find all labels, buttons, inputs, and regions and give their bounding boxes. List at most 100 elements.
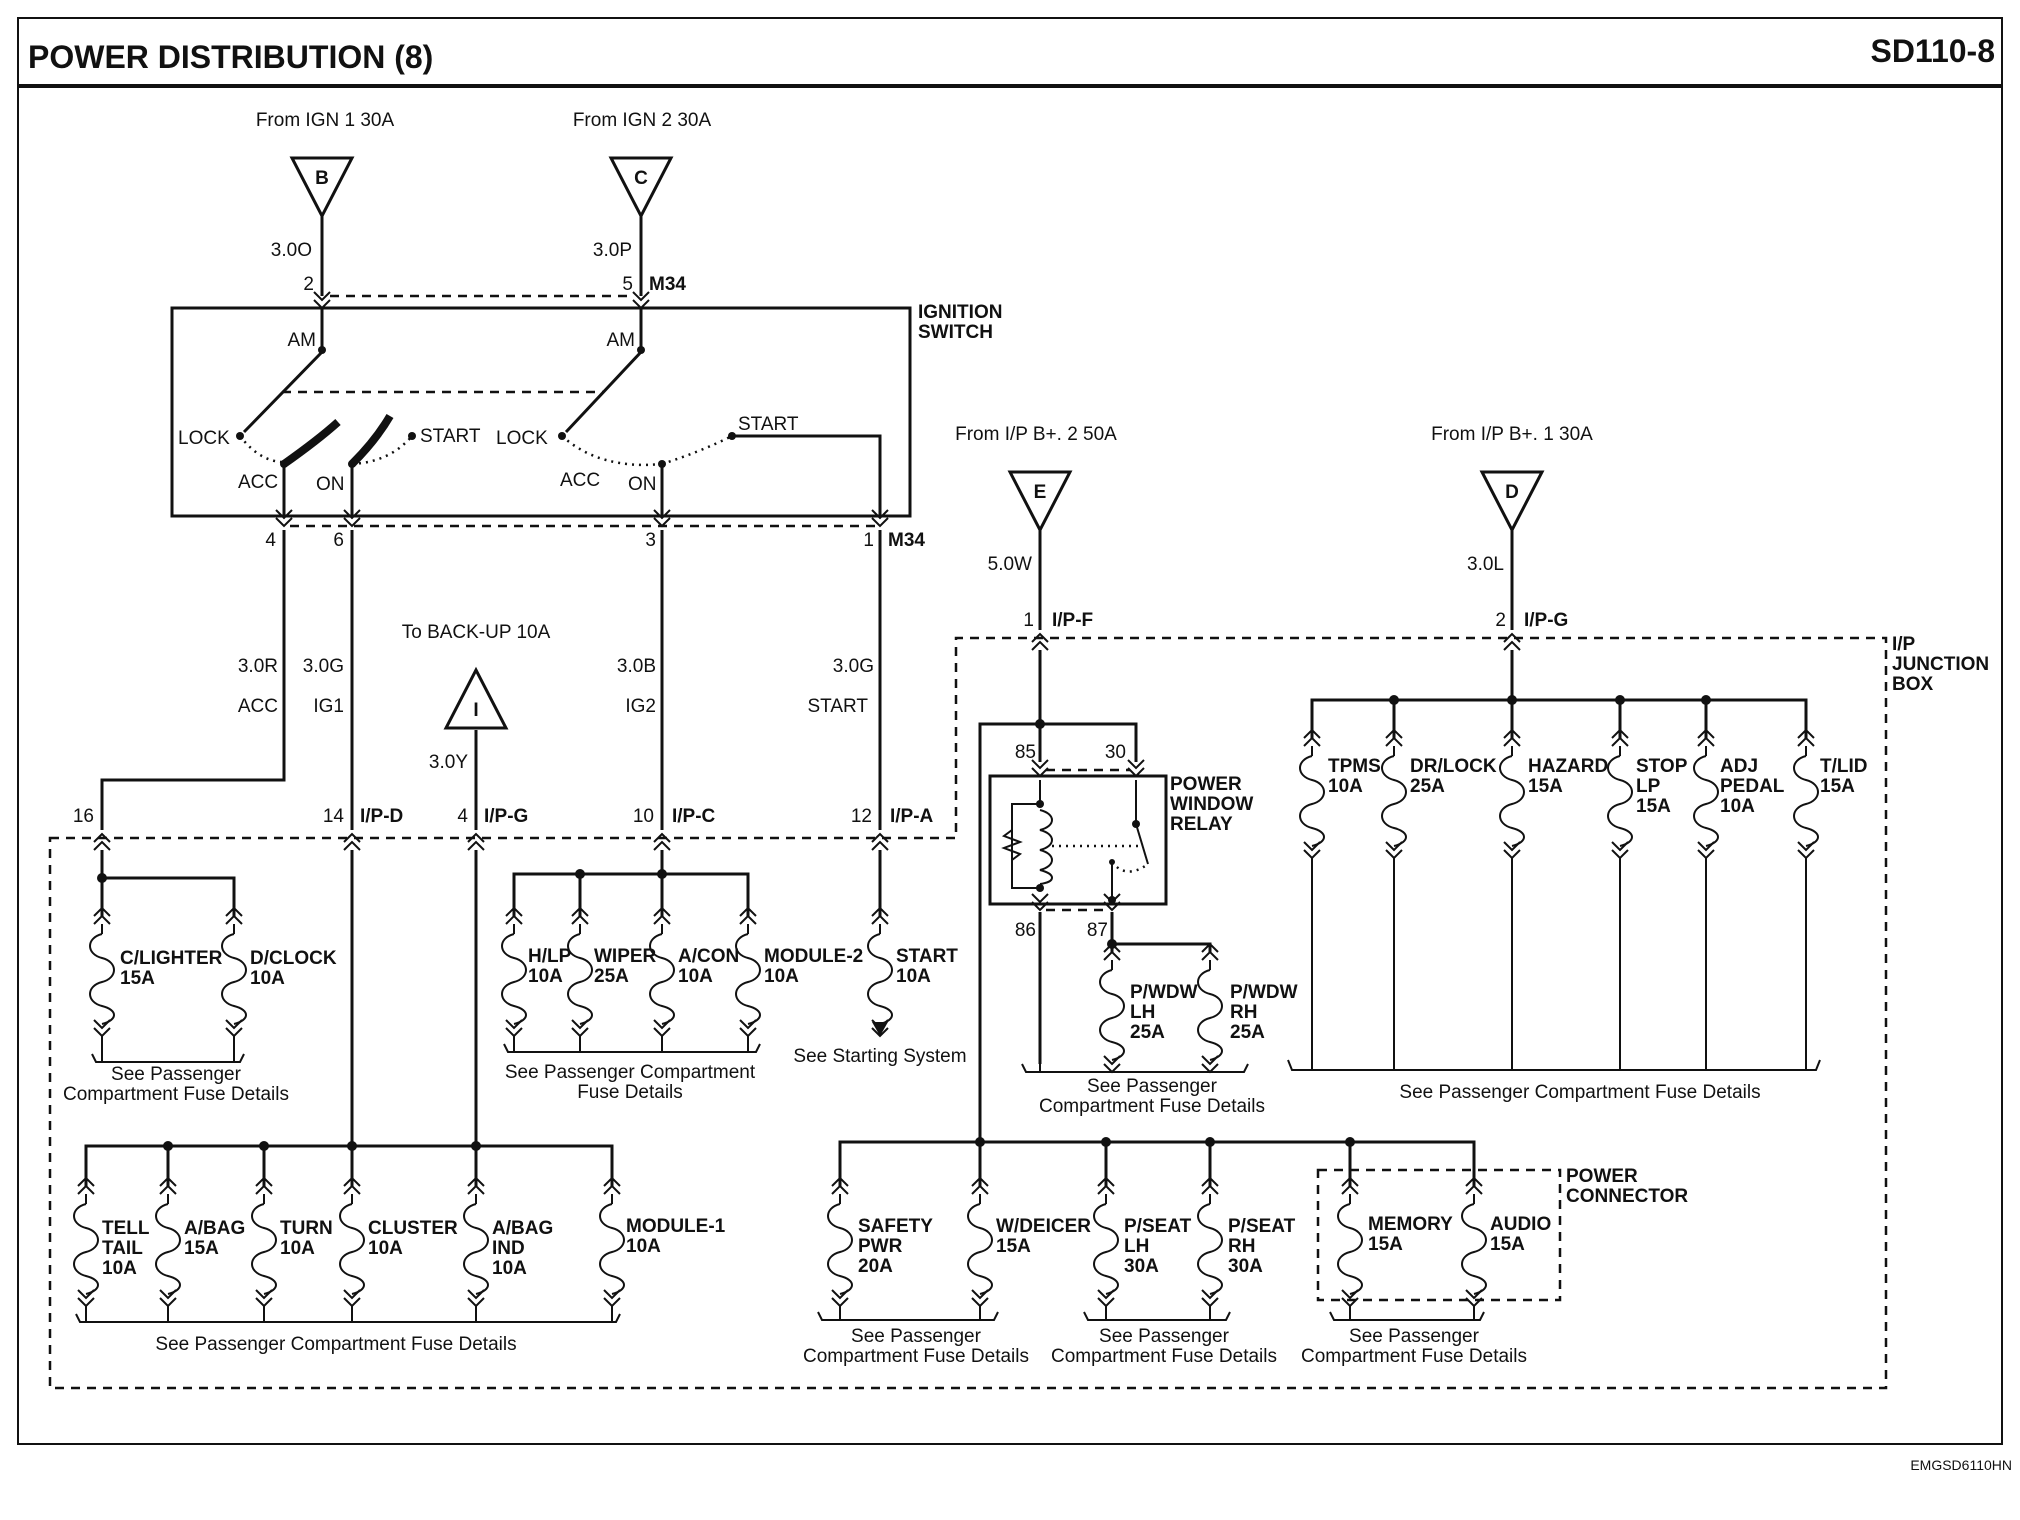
fuse-cluster <box>339 1177 365 1307</box>
start-name: START <box>807 696 868 717</box>
note-br-a-2: Compartment Fuse Details <box>803 1346 1029 1367</box>
pin-10: 10 <box>633 806 654 827</box>
fuse-turn-name: TURN <box>280 1218 333 1239</box>
fuse-start-name: START <box>896 946 958 967</box>
fuse-d-clock-name: D/CLOCK <box>250 948 337 969</box>
fuse-module-1-rating: 10A <box>626 1236 661 1257</box>
fuse-module-1-name: MODULE-1 <box>626 1216 726 1237</box>
fuse-adj-pedal-name-2: PEDAL <box>1720 776 1785 797</box>
fuse-a-bag-ind <box>463 1177 489 1307</box>
relay-coil <box>1039 809 1053 885</box>
fuse-p-seat-lh-name-2: LH <box>1124 1236 1149 1257</box>
fuse-d-clock <box>221 907 247 1037</box>
fuse-dr-lock <box>1381 729 1407 859</box>
fuse-a-bag-rating: 15A <box>184 1238 219 1259</box>
fuse-hazard <box>1499 729 1525 859</box>
fuse-c-lighter-rating: 15A <box>120 968 155 989</box>
power-connector-label-2: CONNECTOR <box>1566 1186 1688 1207</box>
sw-pin-1: 1 <box>863 530 874 551</box>
fuse-a-con-rating: 10A <box>678 966 713 987</box>
fuse-stop-lp-name-2: LP <box>1636 776 1661 797</box>
page-title: POWER DISTRIBUTION (8) <box>28 39 433 75</box>
fuse-wiper-name: WIPER <box>594 946 657 967</box>
start-wire-label: 3.0G <box>833 656 874 677</box>
note-br-c-1: See Passenger <box>1349 1326 1480 1347</box>
fuse-a-bag-ind-rating: 10A <box>492 1258 527 1279</box>
sw-pin-4: 4 <box>265 530 276 551</box>
power-connector-label-1: POWER <box>1566 1166 1638 1187</box>
fuse-tpms-rating: 10A <box>1328 776 1363 797</box>
fuse-c-lighter-name: C/LIGHTER <box>120 948 223 969</box>
fuse-safety-pwr-name-2: PWR <box>858 1236 903 1257</box>
fuse-safety-pwr-rating: 20A <box>858 1256 893 1277</box>
conn-ipa: I/P-A <box>890 806 934 827</box>
relay-pin-30: 30 <box>1105 742 1126 763</box>
fuse-a-bag-ind-name-1: A/BAG <box>492 1218 553 1239</box>
note-ig2-2: Fuse Details <box>577 1082 683 1103</box>
conn-ipd: I/P-D <box>360 806 403 827</box>
fuse-a-bag-name: A/BAG <box>184 1218 245 1239</box>
junction-box-label-2: JUNCTION <box>1892 654 1989 675</box>
fuse-w-deicer-name: W/DEICER <box>996 1216 1091 1237</box>
fuse-a-con-name: A/CON <box>678 946 739 967</box>
relay-pin-86: 86 <box>1015 920 1036 941</box>
pin-b: 2 <box>303 274 314 295</box>
source-d-from: From I/P B+. 1 30A <box>1431 424 1593 445</box>
fuse-p-wdw-lh-name-2: LH <box>1130 1002 1155 1023</box>
fuse-p-wdw-lh-rating: 25A <box>1130 1022 1165 1043</box>
acc-wire-label: 3.0R <box>238 656 278 677</box>
fuse-dr-lock-name: DR/LOCK <box>1410 756 1497 777</box>
wire-acc <box>100 530 286 830</box>
pin-4: 4 <box>457 806 468 827</box>
junction-box-outline <box>48 636 1888 1390</box>
fuse-h-lp-rating: 10A <box>528 966 563 987</box>
fuse-module-1 <box>599 1177 625 1307</box>
conn-ipf: I/P-F <box>1052 610 1093 631</box>
source-e-from: From I/P B+. 2 50A <box>955 424 1117 445</box>
ig1-name: IG1 <box>313 696 344 717</box>
fuse-tell-tail-rating: 10A <box>102 1258 137 1279</box>
fuse-start <box>867 907 893 1037</box>
conn-m34-bottom: M34 <box>888 530 925 551</box>
arrow-starting <box>872 1022 888 1036</box>
source-i-to: To BACK-UP 10A <box>402 622 551 643</box>
conn-ipc: I/P-C <box>672 806 716 827</box>
source-e-letter: E <box>1034 482 1047 503</box>
fuse-p-wdw-rh <box>1197 943 1223 1073</box>
source-c-letter: C <box>634 168 648 189</box>
note-ig2-1: See Passenger Compartment <box>505 1062 756 1083</box>
fuse-cluster-rating: 10A <box>368 1238 403 1259</box>
fuse-p-seat-rh-name-1: P/SEAT <box>1228 1216 1296 1237</box>
fuse-p-seat-lh-rating: 30A <box>1124 1256 1159 1277</box>
fuse-audio-name: AUDIO <box>1490 1214 1551 1235</box>
am-2: AM <box>607 330 636 351</box>
fuse-start-rating: 10A <box>896 966 931 987</box>
fuse-turn <box>251 1177 277 1307</box>
fuse-p-seat-rh-name-2: RH <box>1228 1236 1255 1257</box>
page-code: SD110-8 <box>1870 33 1995 69</box>
fuse-p-wdw-rh-name-2: RH <box>1230 1002 1257 1023</box>
pin-d: 2 <box>1495 610 1506 631</box>
relay-pin-85: 85 <box>1015 742 1036 763</box>
on-2: ON <box>628 474 657 495</box>
fuse-adj-pedal <box>1693 729 1719 859</box>
note-relay-1: See Passenger <box>1087 1076 1218 1097</box>
fuse-audio <box>1461 1177 1487 1307</box>
fuse-w-deicer <box>967 1177 993 1307</box>
pin-12: 12 <box>851 806 872 827</box>
fuse-p-wdw-lh-name-1: P/WDW <box>1130 982 1198 1003</box>
fuse-memory-rating: 15A <box>1368 1234 1403 1255</box>
fuse-h-lp-name: H/LP <box>528 946 572 967</box>
wire-b-label: 3.0O <box>271 240 312 261</box>
junction-box-label-1: I/P <box>1892 634 1916 655</box>
fuse-stop-lp-name-1: STOP <box>1636 756 1688 777</box>
pin-e: 1 <box>1023 610 1034 631</box>
power-connector-box <box>1316 1168 1562 1302</box>
image-code: EMGSD6110HN <box>1910 1457 2012 1473</box>
fuse-a-con <box>649 907 675 1037</box>
note-br-b-2: Compartment Fuse Details <box>1051 1346 1277 1367</box>
fuse-adj-pedal-name-1: ADJ <box>1720 756 1758 777</box>
relay-label-1: POWER <box>1170 774 1242 795</box>
fuse-p-wdw-rh-name-1: P/WDW <box>1230 982 1298 1003</box>
am-1: AM <box>288 330 317 351</box>
